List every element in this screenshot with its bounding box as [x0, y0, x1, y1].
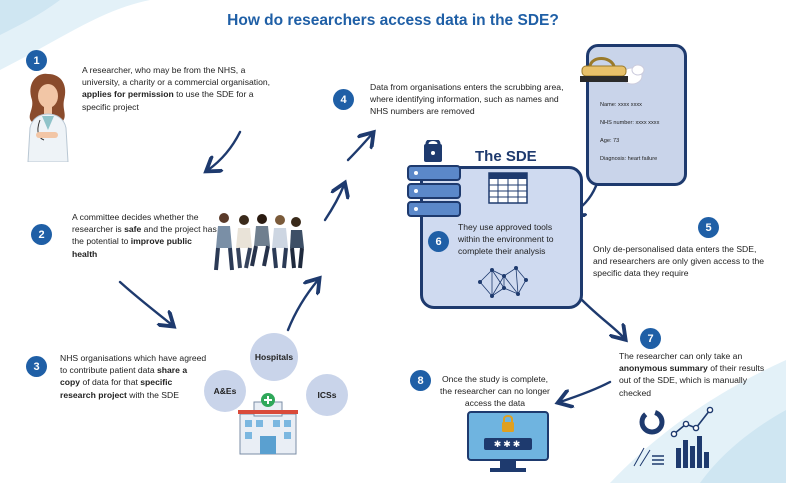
password-field: ✱✱✱: [493, 439, 523, 449]
icss-label: ICSs: [317, 390, 337, 400]
results-charts-icon: [633, 406, 714, 468]
network-graph-icon: [478, 266, 528, 298]
record-diagnosis: Diagnosis: heart failure: [600, 156, 658, 162]
record-nhs-number: NHS number: xxxx xxxx: [600, 120, 660, 126]
step-1-number: 1: [26, 50, 47, 71]
locked-computer-icon: [467, 411, 549, 472]
step-4-text: Data from organisations enters the scrub…: [370, 82, 564, 117]
committee-icon: [214, 213, 304, 271]
step-3-text: NHS organisations which have agreed to c…: [60, 353, 207, 400]
server-stack-icon: [407, 140, 461, 217]
step-4-number: 4: [333, 89, 354, 110]
step-8-text: Once the study is complete, the research…: [440, 374, 550, 409]
step-2-text: A committee decides whether the research…: [72, 212, 217, 259]
scrubbing-brush-icon: [580, 57, 645, 85]
step-1-text: A researcher, who may be from the NHS, a…: [82, 65, 271, 112]
hospital-building-icon: [238, 393, 298, 455]
hospitals-bubble: Hospitals: [250, 333, 298, 381]
aes-label: A&Es: [213, 386, 237, 396]
step-7-number: 7: [640, 328, 661, 349]
record-age: Age: 73: [600, 138, 620, 144]
step-5-number: 5: [698, 217, 719, 238]
step-6-number: 6: [428, 231, 449, 252]
hospitals-label: Hospitals: [254, 352, 294, 362]
researcher-icon: [27, 73, 69, 162]
sde-title: The SDE: [475, 148, 537, 165]
step-2-number: 2: [31, 224, 52, 245]
step-5-text: Only de-personalised data enters the SDE…: [593, 244, 765, 279]
step-7-text: The researcher can only take an anonymou…: [619, 351, 765, 398]
aes-bubble: A&Es: [204, 370, 246, 412]
step-3-number: 3: [26, 356, 47, 377]
icss-bubble: ICSs: [306, 374, 348, 416]
spreadsheet-icon: [488, 172, 528, 204]
step-6-text: They use approved tools within the envir…: [458, 222, 554, 257]
step-8-number: 8: [410, 370, 431, 391]
record-name: Name: xxxx xxxx: [600, 102, 642, 108]
page-title: How do researchers access data in the SD…: [227, 12, 559, 29]
